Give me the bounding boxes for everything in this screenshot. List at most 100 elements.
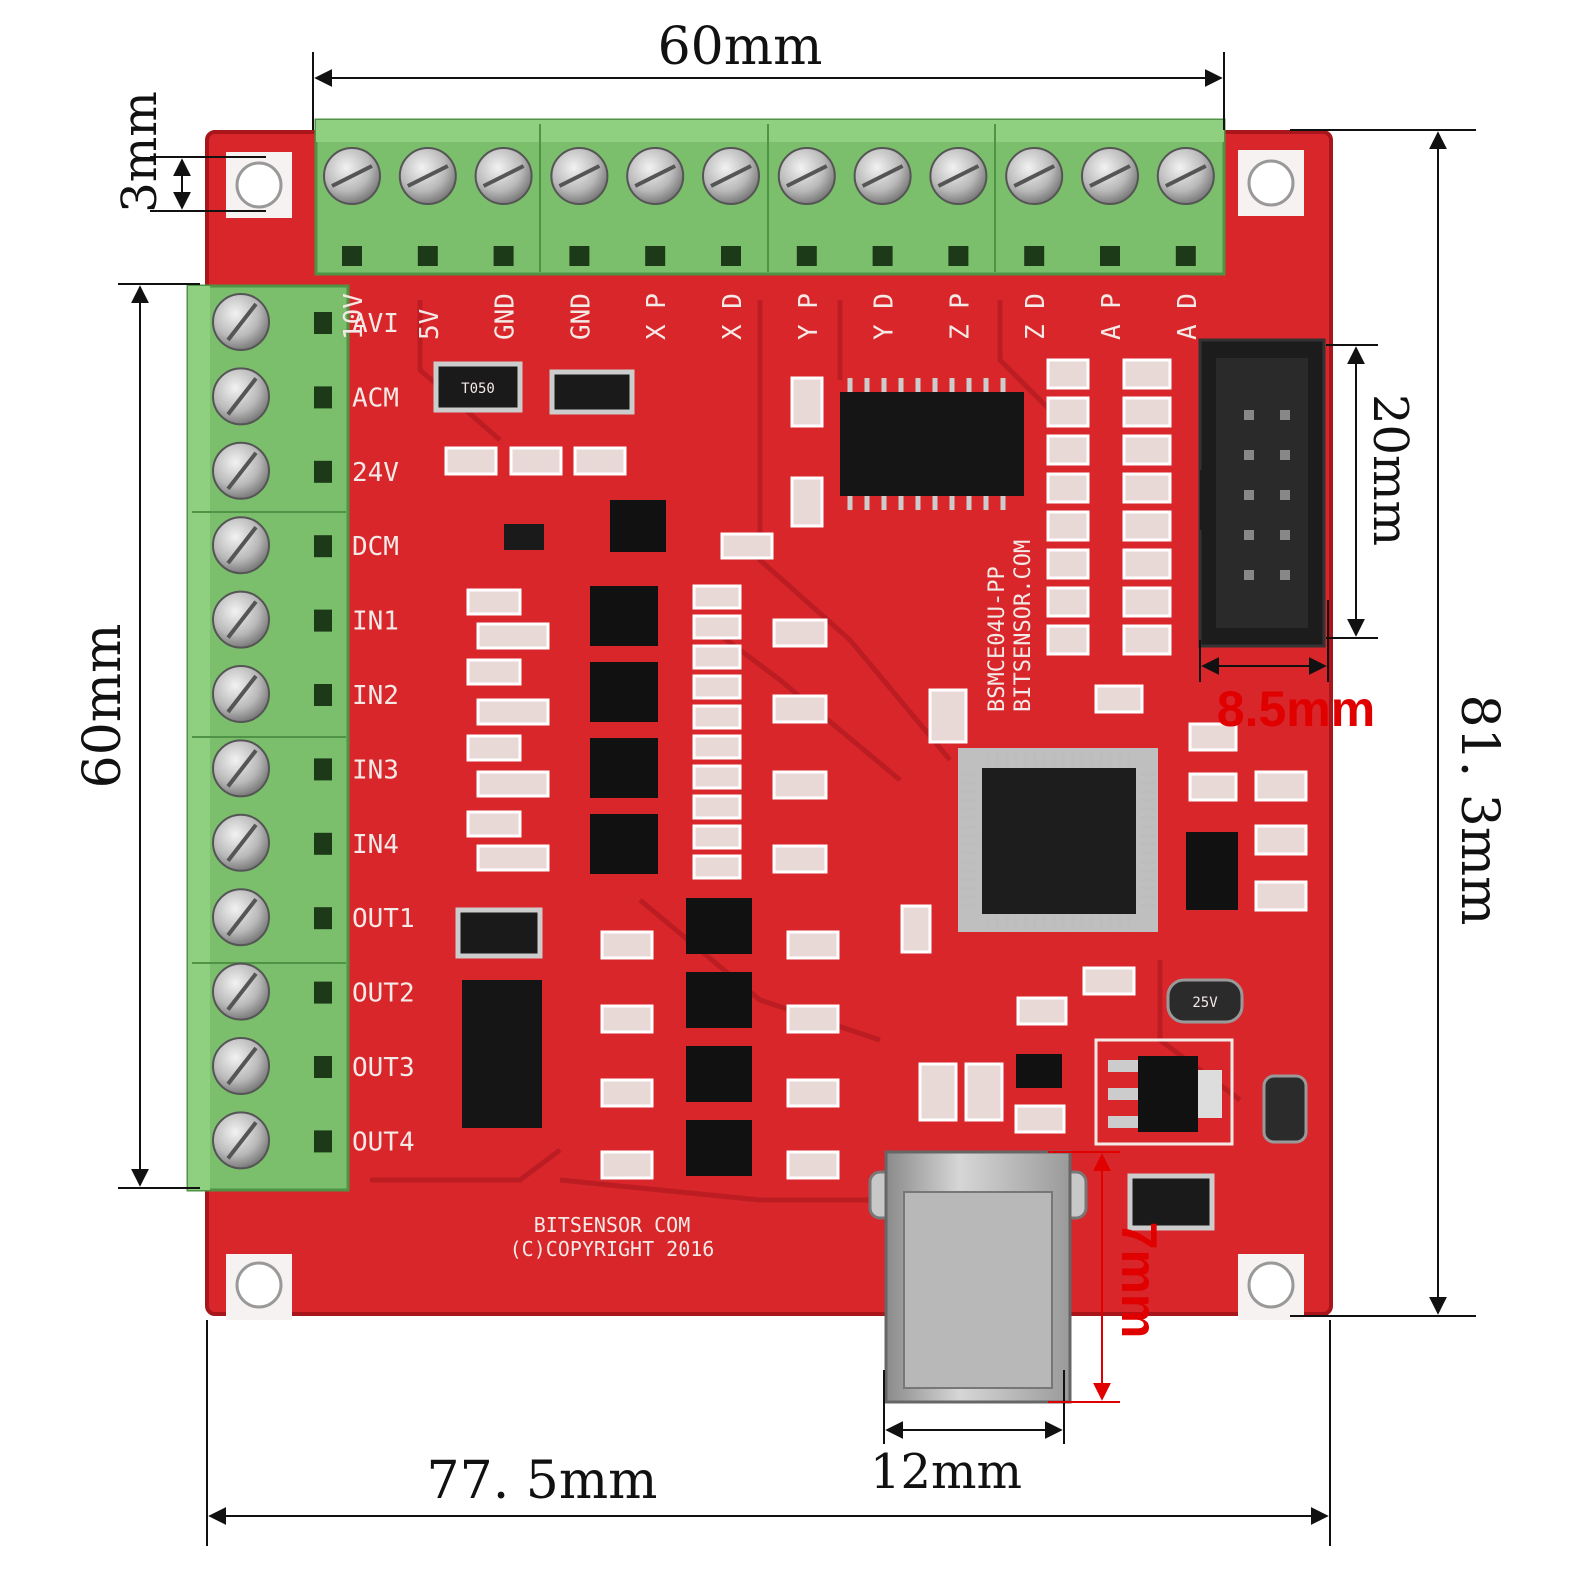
mounting-hole-icon [226, 1254, 292, 1320]
pcb-traces [370, 300, 1242, 1203]
top-terminal-label: Y D [870, 293, 900, 340]
screw-icon [212, 516, 270, 575]
mounting-hole-icon [1238, 150, 1304, 216]
terminal-socket [314, 386, 332, 409]
screw-icon [398, 147, 457, 205]
screw-icon [212, 441, 270, 500]
screw-icon [212, 665, 270, 723]
terminal-socket [417, 246, 438, 266]
left-terminal-label: AVI [352, 309, 399, 339]
voltage-regulator [1094, 1038, 1234, 1146]
screw-icon [474, 147, 533, 205]
left-terminal-block [186, 284, 350, 1192]
top-terminal-label: GND [491, 293, 521, 340]
top-terminal-label: Y P [794, 293, 824, 340]
screw-icon [212, 1111, 270, 1170]
terminal-socket [314, 981, 332, 1004]
left-terminal-label: ACM [352, 383, 399, 413]
screw-icon [212, 813, 270, 872]
left-terminal-label: IN4 [352, 830, 399, 860]
terminal-socket [314, 832, 332, 855]
top-terminal-label: A D [1173, 293, 1203, 340]
terminal-socket [1024, 246, 1045, 266]
screw-icon [323, 147, 381, 205]
left-terminal-label: IN2 [352, 681, 399, 711]
left-height-label: 60mm [73, 624, 133, 789]
header-height-label: 20mm [1362, 394, 1418, 546]
screw-icon [1081, 147, 1139, 205]
left-terminal-label: DCM [352, 532, 399, 562]
top-terminal-label: X P [642, 293, 672, 340]
left-terminal-label: IN3 [352, 755, 399, 785]
terminal-socket [342, 246, 362, 266]
electrolytic-capacitor: 25V [1166, 978, 1244, 1024]
footer-line1: BITSENSOR COM [534, 1213, 691, 1237]
usb-height-label: 7mm [1111, 1222, 1167, 1339]
terminal-socket [1175, 246, 1196, 266]
usb-width-label: 12mm [870, 1444, 1022, 1500]
board-website-text: BITSENSOR.COM [1011, 540, 1036, 712]
smd-components: T050 [433, 338, 1326, 1404]
mounting-hole-icon [226, 152, 292, 218]
hole-offset-label: 3mm [112, 91, 168, 213]
terminal-socket [314, 758, 332, 781]
terminal-socket [721, 246, 741, 266]
screw-icon [777, 147, 836, 205]
terminal-socket [314, 535, 332, 558]
screw-icon [212, 293, 270, 351]
top-terminal-label: Z P [945, 293, 975, 340]
usb-b-port-icon [868, 1150, 1088, 1404]
screw-icon [212, 367, 270, 426]
terminal-socket [314, 907, 332, 930]
terminal-socket [493, 246, 514, 266]
screw-icon [853, 147, 912, 205]
screw-icon [702, 147, 760, 205]
top-terminal-label: A P [1097, 293, 1127, 340]
top-terminal-label: 5V [415, 309, 445, 340]
screw-icon [929, 147, 988, 205]
terminal-socket [645, 246, 666, 266]
capacitor-code: 25V [1192, 995, 1218, 1011]
qfp-chip-icon [958, 748, 1158, 932]
terminal-socket [314, 684, 332, 706]
screw-icon [212, 739, 270, 798]
top-terminal-block [314, 118, 1226, 276]
terminal-socket [569, 246, 590, 266]
idc-header-icon [1198, 338, 1326, 648]
top-terminal-label: Z D [1021, 293, 1051, 340]
footer-line2: (C)COPYRIGHT 2016 [510, 1237, 715, 1261]
left-terminal-label: OUT3 [352, 1053, 415, 1083]
top-width-label: 60mm [658, 17, 823, 77]
header-width-label: 8.5mm [1217, 681, 1375, 737]
screw-icon [212, 1037, 270, 1095]
screw-icon [626, 147, 685, 205]
top-terminal-label: X D [718, 293, 748, 340]
screw-icon [550, 147, 609, 205]
left-terminal-label: IN1 [352, 607, 399, 637]
terminal-socket [314, 1130, 332, 1153]
screw-icon [212, 590, 270, 649]
resistor-code: T050 [461, 381, 495, 397]
terminal-socket [796, 246, 817, 266]
left-terminal-label: OUT1 [352, 904, 415, 934]
terminal-socket [1100, 246, 1120, 266]
left-terminal-label: OUT2 [352, 979, 415, 1009]
left-terminal-label: 24V [352, 458, 399, 488]
board-width-label: 77. 5mm [427, 1451, 658, 1511]
left-terminal-label: OUT4 [352, 1127, 415, 1157]
top-terminal-label: GND [566, 293, 596, 340]
mounting-hole-icon [1238, 1254, 1304, 1320]
terminal-socket [314, 609, 332, 632]
terminal-socket [872, 246, 893, 266]
terminal-socket [314, 460, 332, 483]
dimension-annotations [118, 52, 1476, 1546]
top-terminal-label: 10V [339, 293, 369, 340]
screw-icon [1156, 147, 1215, 205]
board-model-text: BSMCE04U-PP [985, 566, 1010, 712]
screw-icon [212, 962, 270, 1021]
terminal-socket [314, 1056, 332, 1078]
board-height-label: 81. 3mm [1449, 695, 1509, 926]
screw-icon [212, 888, 270, 947]
terminal-socket [948, 246, 969, 266]
